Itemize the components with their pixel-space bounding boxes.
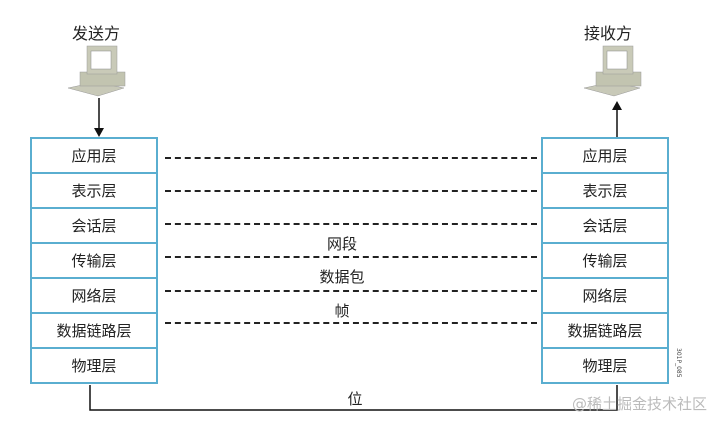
figure-code: 301P_085 — [675, 348, 682, 378]
receiver-layer-transport: 传输层 — [543, 244, 667, 279]
peer-line-transport — [165, 256, 537, 258]
sender-layer-transport: 传输层 — [32, 244, 156, 279]
sender-layer-application: 应用层 — [32, 139, 156, 174]
receiver-computer-icon — [583, 45, 642, 97]
down-arrow-head — [94, 128, 104, 137]
physical-link — [89, 385, 618, 411]
up-arrow-head — [612, 101, 622, 110]
sender-title: 发送方 — [72, 24, 121, 43]
sender-computer-icon — [67, 45, 126, 97]
receiver-layer-datalink: 数据链路层 — [543, 314, 667, 349]
sender-layer-datalink: 数据链路层 — [32, 314, 156, 349]
peer-line-application — [165, 157, 537, 159]
receiver-osi-stack: 应用层 表示层 会话层 传输层 网络层 数据链路层 物理层 — [541, 137, 669, 384]
sender-layer-network: 网络层 — [32, 279, 156, 314]
peer-line-network — [165, 290, 537, 292]
receiver-layer-network: 网络层 — [543, 279, 667, 314]
peer-line-session — [165, 223, 537, 225]
watermark: @稀土掘金技术社区 — [572, 395, 708, 413]
receiver-layer-physical: 物理层 — [582, 357, 628, 375]
pdu-packet-label: 数据包 — [319, 268, 365, 286]
sender-layer-physical: 物理层 — [71, 357, 117, 375]
peer-line-presentation — [165, 190, 537, 192]
receiver-layer-application: 应用层 — [543, 139, 667, 174]
receiver-layer-session: 会话层 — [543, 209, 667, 244]
pdu-frame-label: 帧 — [334, 302, 350, 320]
sender-layer-session: 会话层 — [32, 209, 156, 244]
sender-layer-presentation: 表示层 — [32, 174, 156, 209]
pdu-segment-label: 网段 — [326, 235, 358, 253]
receiver-layer-presentation: 表示层 — [543, 174, 667, 209]
pdu-bit-label: 位 — [347, 390, 363, 408]
receiver-title: 接收方 — [584, 24, 633, 43]
peer-line-datalink — [165, 322, 537, 324]
sender-osi-stack: 应用层 表示层 会话层 传输层 网络层 数据链路层 物理层 — [30, 137, 158, 384]
